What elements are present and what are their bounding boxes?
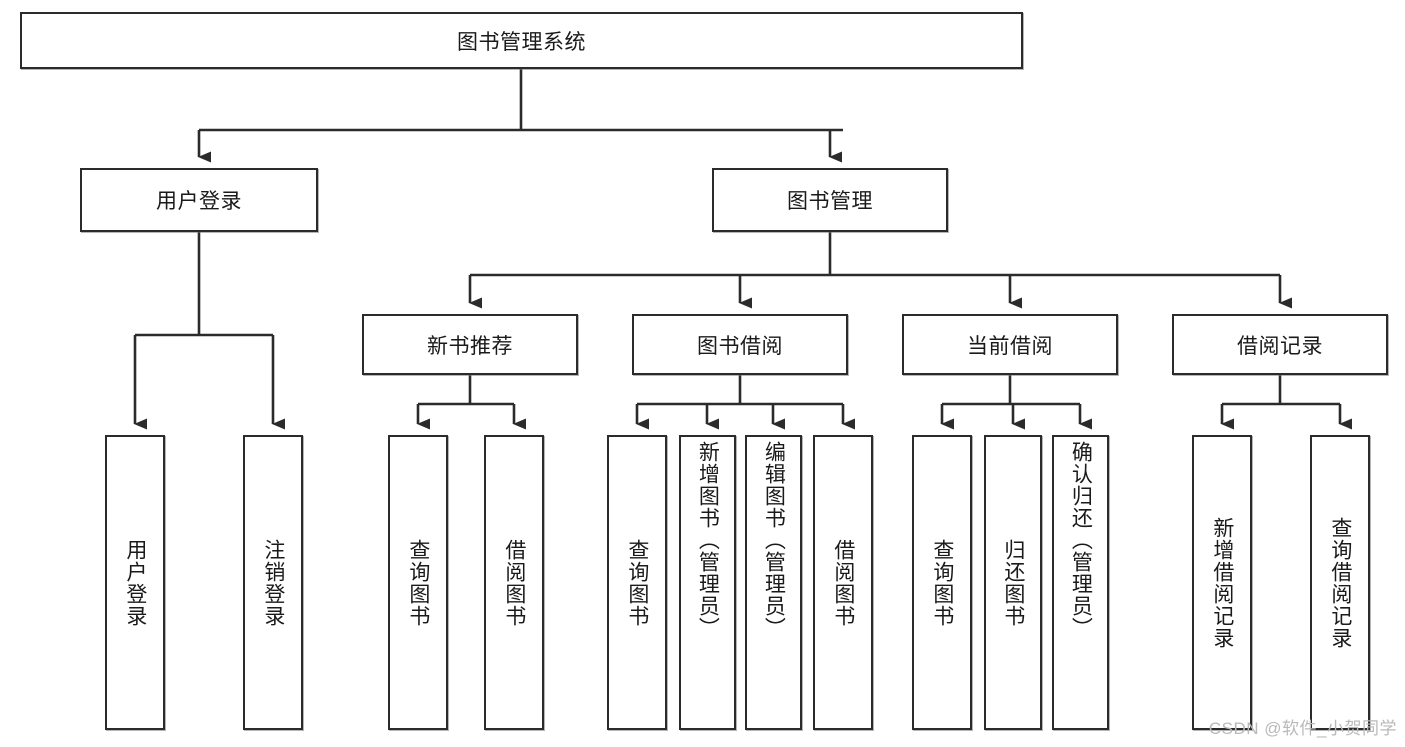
node-user-login[interactable]: 用户登录 xyxy=(80,168,318,232)
node-leaf-return-book-label: 归还图书 xyxy=(1001,538,1025,627)
node-leaf-borrow-book-2-label: 借阅图书 xyxy=(831,538,855,627)
node-leaf-borrow-book-1-label: 借阅图书 xyxy=(502,538,526,627)
node-leaf-logout-label: 注销登录 xyxy=(261,538,285,627)
node-leaf-borrow-book-2[interactable]: 借阅图书 xyxy=(813,435,873,730)
node-leaf-add-borrow-record-label: 新增借阅记录 xyxy=(1210,516,1234,649)
node-borrow-record[interactable]: 借阅记录 xyxy=(1172,314,1388,375)
node-leaf-query-borrow-record-label: 查询借阅记录 xyxy=(1328,516,1352,649)
node-leaf-query-book-3-label: 查询图书 xyxy=(930,538,954,627)
node-leaf-query-book-2[interactable]: 查询图书 xyxy=(607,435,667,730)
node-book-borrow[interactable]: 图书借阅 xyxy=(632,314,848,375)
node-book-management-label: 图书管理 xyxy=(787,190,873,213)
node-leaf-edit-book-label: 编辑图书（管理员） xyxy=(762,441,786,639)
node-root[interactable]: 图书管理系统 xyxy=(20,12,1023,69)
node-leaf-query-book-3[interactable]: 查询图书 xyxy=(912,435,972,730)
node-book-borrow-label: 图书借阅 xyxy=(697,334,783,358)
node-leaf-return-book[interactable]: 归还图书 xyxy=(984,435,1042,730)
node-leaf-query-book-1-label: 查询图书 xyxy=(406,538,430,627)
node-leaf-confirm-return[interactable]: 确认归还（管理员） xyxy=(1052,435,1109,730)
node-leaf-add-borrow-record[interactable]: 新增借阅记录 xyxy=(1192,435,1252,730)
node-leaf-query-borrow-record[interactable]: 查询借阅记录 xyxy=(1310,435,1370,730)
node-leaf-logout[interactable]: 注销登录 xyxy=(243,435,303,730)
node-leaf-add-book-label: 新增图书（管理员） xyxy=(696,441,720,639)
node-leaf-edit-book[interactable]: 编辑图书（管理员） xyxy=(745,435,802,730)
node-leaf-query-book-1[interactable]: 查询图书 xyxy=(388,435,448,730)
node-current-borrow[interactable]: 当前借阅 xyxy=(902,314,1118,375)
node-book-management[interactable]: 图书管理 xyxy=(712,168,948,232)
node-root-label: 图书管理系统 xyxy=(457,30,586,54)
watermark-text: CSDN @软件_小贺同学 xyxy=(1208,719,1397,738)
node-leaf-query-book-2-label: 查询图书 xyxy=(625,538,649,627)
node-borrow-record-label: 借阅记录 xyxy=(1237,334,1323,358)
node-current-borrow-label: 当前借阅 xyxy=(967,334,1053,358)
node-leaf-add-book[interactable]: 新增图书（管理员） xyxy=(679,435,736,730)
node-leaf-user-login[interactable]: 用户登录 xyxy=(105,435,165,730)
node-new-book-recommend-label: 新书推荐 xyxy=(427,334,513,358)
node-leaf-confirm-return-label: 确认归还（管理员） xyxy=(1069,441,1093,639)
node-leaf-user-login-label: 用户登录 xyxy=(123,538,147,627)
node-new-book-recommend[interactable]: 新书推荐 xyxy=(362,314,578,375)
node-leaf-borrow-book-1[interactable]: 借阅图书 xyxy=(484,435,544,730)
node-user-login-label: 用户登录 xyxy=(156,190,242,213)
